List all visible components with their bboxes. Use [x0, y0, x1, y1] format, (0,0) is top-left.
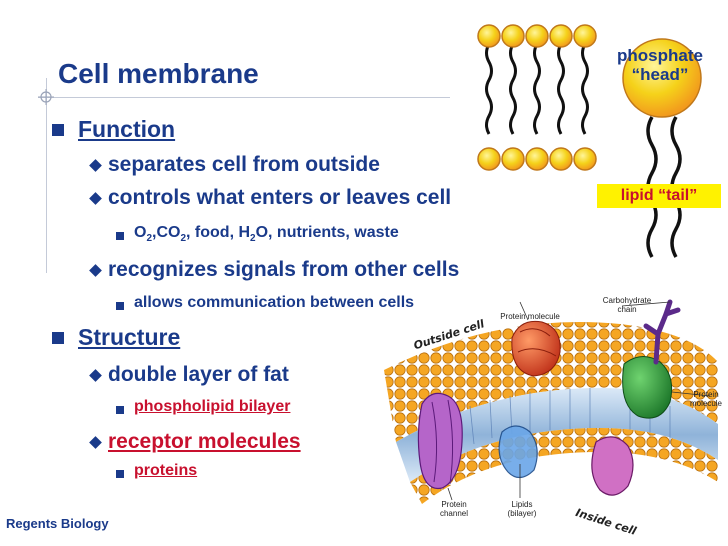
- bullet-diamond-icon: [89, 192, 102, 205]
- function-subitem-substances: O2,CO2, food, H2O, nutrients, waste: [134, 224, 399, 244]
- protein-channel-label-line2: channel: [439, 509, 469, 518]
- cell-membrane-illustration: [384, 299, 718, 504]
- phosphate-label-line1: phosphate: [617, 46, 703, 65]
- function-heading: Function: [78, 116, 176, 142]
- lipid-tail-label: lipid “tail”: [597, 184, 721, 208]
- bullet-square-icon: [52, 332, 64, 344]
- carbohydrate-chain-label: Carbohydrate chain: [596, 296, 658, 314]
- carbohydrate-label-line2: chain: [617, 305, 637, 314]
- bullet-diamond-icon: [89, 436, 102, 449]
- subscript-2: 2: [250, 233, 256, 245]
- lipids-label-line2: (bilayer): [507, 509, 537, 518]
- bullet-small-square-icon: [116, 406, 124, 414]
- structure-item-receptor-molecules[interactable]: receptor molecules: [108, 430, 301, 453]
- protein-molecule-top-label: Protein molecule: [500, 312, 560, 321]
- bullet-square-icon: [52, 124, 64, 136]
- protein-bottom-icon: [591, 436, 634, 496]
- phospholipid-tails-icon: [485, 43, 589, 135]
- bullet-small-square-icon: [116, 232, 124, 240]
- protein-molecule-right-label: Protein molecule: [684, 390, 728, 408]
- structure-heading: Structure: [78, 324, 181, 350]
- bullet-diamond-icon: [89, 369, 102, 382]
- carbohydrate-label-line1: Carbohydrate: [602, 296, 652, 305]
- function-item-controls: controls what enters or leaves cell: [108, 186, 452, 209]
- text-o: O: [134, 224, 147, 241]
- subscript-2: 2: [180, 233, 187, 245]
- slide-title: Cell membrane: [58, 58, 259, 89]
- bullet-diamond-icon: [89, 264, 102, 277]
- structure-subitem-proteins[interactable]: proteins: [134, 462, 198, 479]
- protein-channel-label-line1: Protein: [441, 500, 467, 509]
- protein-blue-icon: [498, 425, 538, 479]
- protein-channel-label: Protein channel: [434, 500, 474, 518]
- structure-subitem-phospholipid-bilayer[interactable]: phospholipid bilayer: [134, 398, 291, 415]
- structure-item-double-layer: double layer of fat: [108, 363, 289, 386]
- bullet-diamond-icon: [89, 159, 102, 172]
- subscript-2: 2: [146, 233, 153, 245]
- phosphate-heads-icon: [477, 24, 597, 171]
- protein-channel-icon: [417, 392, 463, 490]
- text-o-nutrients-waste: O, nutrients, waste: [255, 224, 399, 241]
- bullet-small-square-icon: [116, 470, 124, 478]
- lipids-label-line1: Lipids: [511, 500, 533, 509]
- crosshair-icon: [38, 89, 54, 105]
- function-item-separates: separates cell from outside: [108, 153, 380, 176]
- phosphate-head-label: phosphate “head”: [598, 46, 722, 84]
- lipids-bilayer-label: Lipids (bilayer): [500, 500, 544, 518]
- footer-text: Regents Biology: [6, 516, 109, 531]
- protein-right-label-line2: molecule: [689, 399, 722, 408]
- text-co: ,CO: [152, 224, 181, 241]
- carbohydrate-chain-icon: [643, 299, 681, 365]
- protein-molecule-right-icon: [622, 356, 673, 419]
- function-subitem-communication: allows communication between cells: [134, 294, 415, 311]
- phosphate-label-line2: “head”: [631, 65, 689, 84]
- text-food-h: , food, H: [186, 224, 251, 241]
- guide-line-vertical: [46, 78, 47, 273]
- function-item-recognizes: recognizes signals from other cells: [108, 258, 460, 281]
- phospholipid-bilayer-diagram: [477, 24, 597, 171]
- guide-line-horizontal: [38, 97, 450, 98]
- bullet-small-square-icon: [116, 302, 124, 310]
- protein-right-label-line1: Protein: [693, 390, 719, 399]
- single-phospholipid-icon: [622, 38, 702, 258]
